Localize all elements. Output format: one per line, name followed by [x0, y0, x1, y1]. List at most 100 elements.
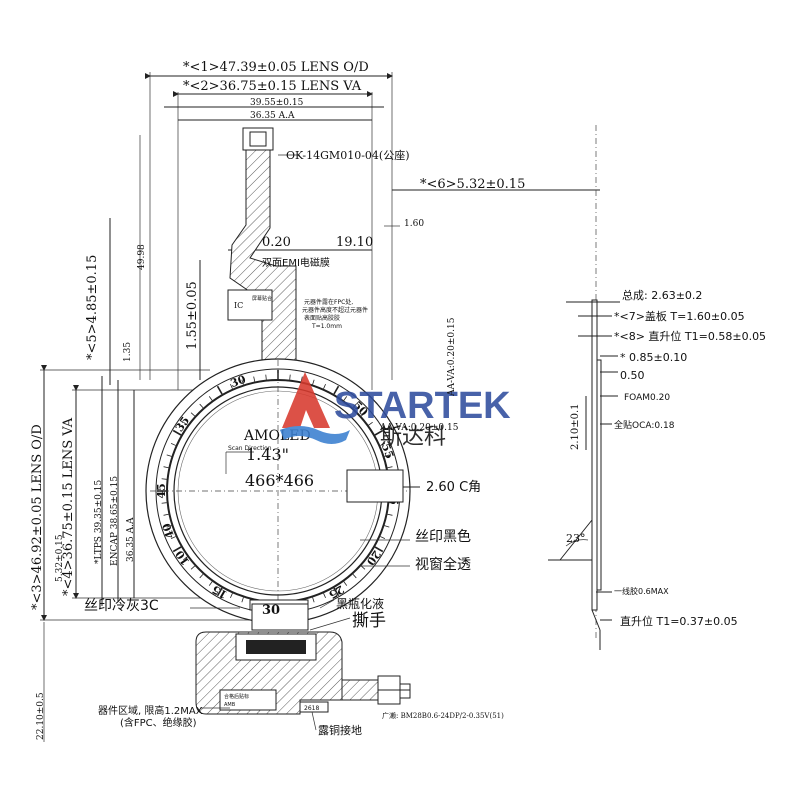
dim-1-60: 1.60	[404, 219, 424, 229]
dim-0-85: * 0.85±0.10	[620, 351, 687, 364]
bezel-tick	[183, 421, 188, 426]
bezel-tick	[380, 536, 386, 539]
bezel-tick	[374, 429, 384, 436]
bezel-num-30-bottom: 30	[262, 603, 280, 618]
bezel-tick	[161, 502, 167, 504]
label-box-3: 2618	[304, 705, 319, 712]
bezel-tick	[230, 593, 233, 599]
label-box-2: AMB	[224, 702, 236, 708]
bezel-tick	[208, 396, 213, 401]
bezel-tick	[241, 597, 244, 603]
bezel-tick	[199, 573, 204, 579]
bezel-tick	[161, 478, 167, 480]
dim-lens-od-top: *<1>47.39±0.05 LENS O/D	[183, 60, 369, 75]
emi-label: 双面EMI电磁膜	[262, 256, 330, 269]
bezel-tick	[216, 385, 223, 395]
dim-lens-va-left: *<4>36.75±0.15 LENS VA	[61, 417, 76, 596]
bezel-tick	[253, 376, 256, 382]
dim-19-10: 19.10	[336, 235, 373, 250]
note-1: 元器件露在FPC处,	[304, 298, 353, 306]
bezel-tick	[199, 403, 204, 409]
bezel-number: 45	[155, 483, 168, 498]
copper-label: 露铜接地	[318, 723, 362, 737]
total-thickness: 总成: 2.63±0.2	[622, 288, 702, 302]
bezel-tick	[230, 383, 233, 389]
bezel-tick	[172, 429, 182, 436]
silk-gray-label: 丝印冷灰3C	[84, 598, 159, 614]
bezel-tick	[352, 573, 357, 579]
bezel-tick	[380, 443, 386, 446]
note-4: T=1.0mm	[311, 323, 342, 330]
dim-4-85: *<5>4.85±0.15	[85, 255, 100, 360]
component-area-label: 器件区域, 限高1.2MAX	[98, 704, 203, 717]
dim-lens-thickness: *<6>5.32±0.15	[420, 177, 525, 192]
bezel-tick	[183, 556, 188, 561]
silk-black-label: 丝印黑色	[415, 528, 471, 545]
bezel-number: 30	[229, 373, 248, 391]
bezel-tick	[360, 565, 366, 570]
bezel-tick	[368, 556, 373, 561]
bezel-tick	[374, 546, 384, 553]
bezel-tick	[368, 421, 373, 426]
dim-0-50: 0.50	[620, 369, 645, 382]
bezel-tick	[352, 403, 357, 409]
fpc-tail: IC 屏幕贴合 OK-14GM010-04(公座) 双面EMI电磁膜 元器件露在…	[227, 127, 410, 385]
oca-label: 全贴OCA:0.18	[614, 419, 675, 431]
bezel-tick	[170, 443, 176, 446]
bezel-tick	[384, 454, 390, 457]
dim-36-35-aa: 36.35 A.A	[250, 111, 295, 121]
dim-49-98: 49.98	[137, 244, 147, 270]
bezel-tick	[312, 597, 315, 603]
pull-tab-label: 撕手	[352, 611, 386, 631]
bezel-tick	[163, 513, 169, 516]
lift-thickness: *<8> 直升位 T1=0.58±0.05	[614, 329, 766, 343]
corner-label: 2.60 C角	[426, 480, 481, 495]
note-3: 表面贴高胶胶	[304, 314, 340, 322]
aa-va-label-2: AA-VA:0.20±0.15	[379, 423, 459, 433]
dim-1-55: 1.55±0.05	[185, 281, 200, 350]
dim-0-20: 0.20	[262, 235, 291, 250]
bezel-tick	[387, 513, 393, 516]
bezel-number: 55	[379, 442, 396, 461]
startek-logo-icon	[282, 372, 330, 428]
glue-label: 一线胶0.6MAX	[614, 586, 669, 596]
dim-encap: ENCAP 38.65±0.15	[110, 476, 120, 566]
label-box-1: 合格后贴标	[224, 693, 249, 700]
startek-watermark: STARTEK 斯达科	[280, 372, 511, 450]
brand-name: STARTEK	[334, 385, 511, 427]
bezel-tick	[241, 379, 244, 385]
dim-lens-od-left: *<3>46.92±0.05 LENS O/D	[30, 424, 45, 610]
fpc-note-label: (含FPC、绝缘胶)	[120, 716, 197, 729]
connector-label: OK-14GM010-04(公座)	[286, 148, 410, 162]
bezel-tick	[190, 565, 196, 570]
dim-lens-va-top: *<2>36.75±0.15 LENS VA	[183, 79, 362, 94]
dim-1-35: 1.35	[123, 342, 133, 362]
bezel-tick	[343, 396, 348, 401]
bezel-tick	[360, 412, 366, 417]
bezel-tick	[190, 412, 196, 417]
angle-label: 23°	[566, 532, 586, 545]
resolution-label: 466*466	[245, 471, 314, 490]
bezel-tick	[265, 374, 267, 380]
cover-thickness: *<7>盖板 T=1.60±0.05	[614, 309, 745, 323]
left-dimensions: *<3>46.92±0.05 LENS O/D *<4>36.75±0.15 L…	[30, 218, 250, 742]
bezel-tick	[170, 536, 176, 539]
bezel-tick	[333, 587, 340, 597]
bezel-tick	[208, 581, 213, 586]
note-2: 元器件高度不超过元器件	[302, 306, 368, 314]
dim-aa: 36.35 A.A	[126, 517, 136, 562]
foam-label: FOAM0.20	[624, 393, 670, 403]
bezel-tick	[323, 593, 326, 599]
side-view: 23° 总成: 2.63±0.2 *<7>盖板 T=1.60±0.05 *<8>…	[379, 125, 766, 650]
bezel-number: 40	[160, 521, 178, 540]
bezel-tick	[216, 587, 223, 597]
dim-39-55: 39.55±0.15	[250, 98, 304, 108]
bezel-tick	[312, 379, 315, 385]
aa-va-label: AA-VA:0.20±0.15	[447, 317, 457, 397]
bezel-tick	[333, 385, 340, 395]
bezel-tick	[289, 374, 291, 380]
dim-22-10: 22.10±0.5	[36, 692, 46, 740]
brand-subtitle: 斯达科	[380, 425, 446, 450]
bezel-tick	[389, 502, 395, 504]
